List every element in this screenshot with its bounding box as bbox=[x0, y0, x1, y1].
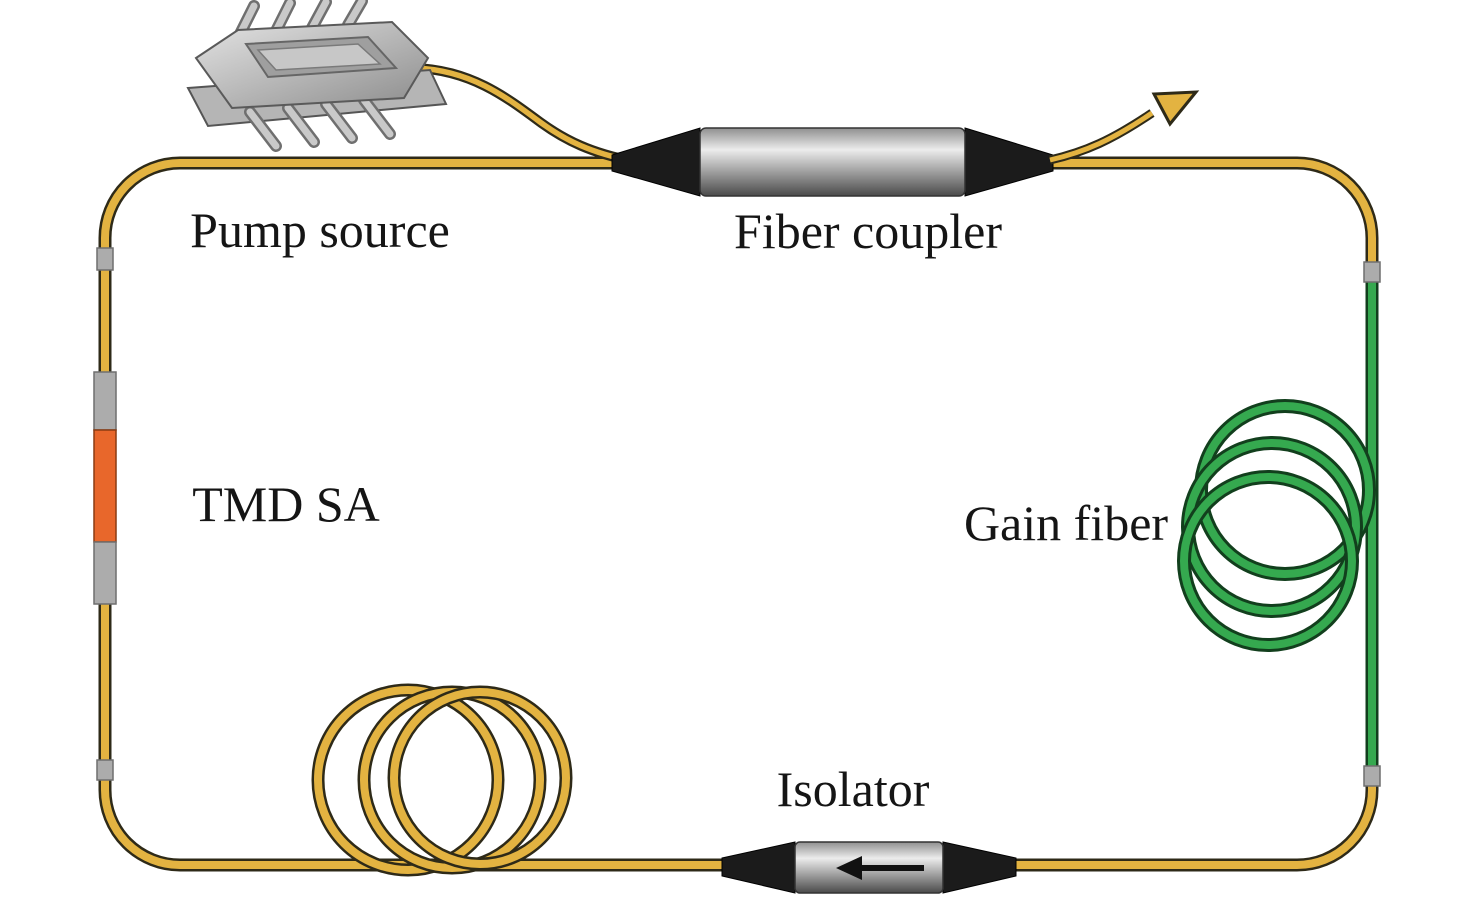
output-fiber bbox=[1048, 90, 1200, 165]
pump-source-label: Pump source bbox=[190, 202, 450, 258]
isolator-arrowhead-icon bbox=[836, 856, 862, 880]
coupler-body bbox=[699, 127, 966, 197]
splice-marker bbox=[96, 759, 114, 781]
pump-pins-back-icon bbox=[234, 0, 368, 40]
coupler-right-boot bbox=[964, 127, 1054, 197]
sa-gray-segment-top bbox=[93, 371, 117, 431]
isolator-component bbox=[721, 841, 1017, 894]
isolator-label: Isolator bbox=[777, 761, 930, 817]
splice-marker bbox=[1363, 261, 1381, 283]
sa-orange-segment bbox=[93, 429, 117, 543]
gain-fiber-coil bbox=[1177, 399, 1376, 652]
pump-source-device bbox=[186, 0, 448, 152]
coupler-left-boot bbox=[611, 127, 701, 197]
fiber-coupler-component bbox=[611, 127, 1054, 197]
pump-pins-front-icon bbox=[244, 94, 396, 152]
output-arrow-icon bbox=[1151, 90, 1200, 127]
fiber-coupler-label: Fiber coupler bbox=[734, 203, 1002, 259]
splice-marker bbox=[96, 247, 114, 271]
isolator-left-boot bbox=[721, 841, 796, 894]
tmd-sa-component bbox=[93, 371, 117, 605]
pump-pigtail-fiber bbox=[414, 63, 633, 166]
sa-gray-segment-bottom bbox=[93, 541, 117, 605]
isolator-right-boot bbox=[942, 841, 1017, 894]
splice-marker bbox=[1363, 765, 1381, 787]
yellow-fiber-coil bbox=[311, 683, 573, 877]
gain-fiber-label: Gain fiber bbox=[964, 495, 1168, 551]
tmd-sa-label: TMD SA bbox=[192, 476, 380, 532]
